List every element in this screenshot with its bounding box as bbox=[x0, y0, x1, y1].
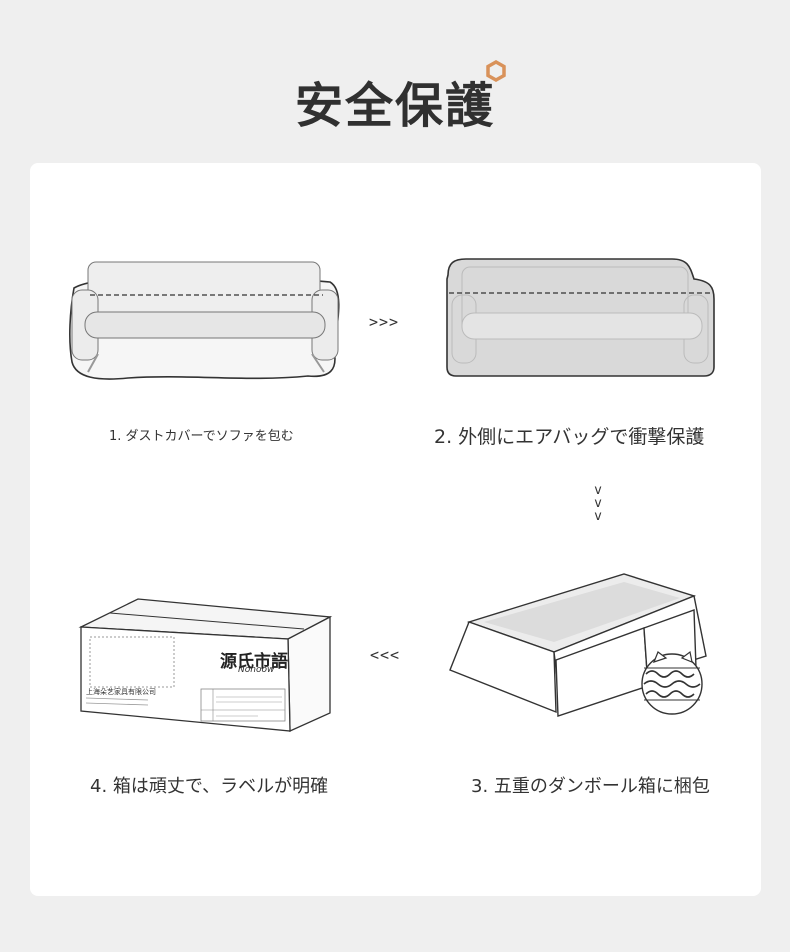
sofa-airbag-illustration bbox=[446, 258, 715, 377]
step-4-caption: 4. 箱は頑丈で、ラベルが明確 bbox=[90, 776, 329, 797]
hexagon-icon bbox=[486, 60, 506, 82]
box-brand-sub-label: Nonoow bbox=[238, 665, 275, 675]
open-box-illustration bbox=[449, 573, 707, 717]
box-company-label: 上海朵艺家具有限公司 bbox=[86, 688, 156, 696]
arrow-down: v v v bbox=[594, 483, 602, 524]
step-2-caption: 2. 外側にエアバッグで衝撃保護 bbox=[434, 426, 705, 448]
closed-box-illustration: 源氏市語 Nonoow 上海朵艺家具有限公司 bbox=[78, 595, 334, 735]
sofa-dust-cover-illustration bbox=[69, 261, 340, 380]
box-brand-label: 源氏市語 bbox=[220, 652, 288, 672]
step-1-caption: 1. ダストカバーでソファを包む bbox=[109, 429, 294, 444]
page-title: 安全保護 bbox=[294, 78, 495, 134]
step-3-caption: 3. 五重のダンボール箱に梱包 bbox=[471, 776, 710, 797]
arrow-left: <<< bbox=[370, 646, 401, 664]
arrow-right: >>> bbox=[369, 313, 400, 331]
